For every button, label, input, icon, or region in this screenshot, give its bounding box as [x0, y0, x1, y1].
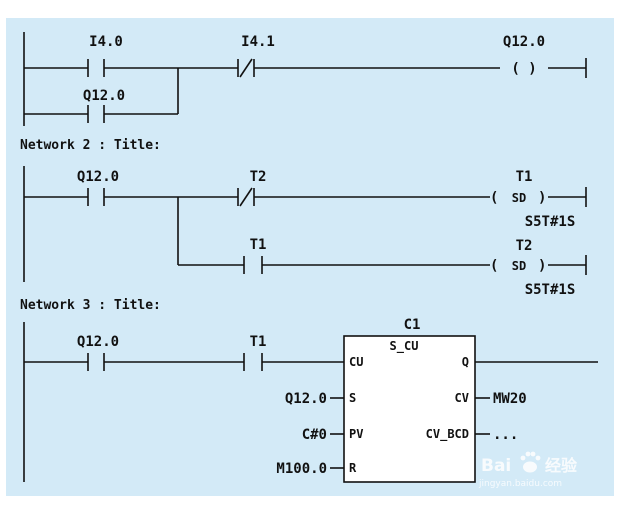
contact-q120-hold-label: Q12.0 — [83, 88, 125, 104]
coil-t1-close-paren: ) — [538, 190, 546, 206]
pin-q: Q — [462, 355, 469, 369]
coil-t2-preset: S5T#1S — [525, 282, 576, 298]
counter-block — [343, 335, 476, 483]
contact-q120-label: Q12.0 — [77, 169, 119, 185]
counter-name: C1 — [404, 317, 421, 333]
contact-i40-label: I4.0 — [89, 34, 123, 50]
coil-t1-open-paren: ( — [490, 190, 498, 206]
pin-cv-bcd: CV_BCD — [426, 427, 469, 442]
watermark-brand: Bai — [481, 456, 511, 476]
network-2-title: Network 2 : Title: — [20, 138, 161, 153]
pin-cv: CV — [455, 391, 469, 405]
paw-icon — [520, 451, 541, 473]
pin-s: S — [349, 391, 356, 405]
s-operand: Q12.0 — [285, 391, 327, 407]
pin-cu: CU — [349, 355, 363, 369]
pv-operand: C#0 — [302, 427, 327, 443]
cv-operand: MW20 — [493, 391, 527, 407]
counter-type: S_CU — [390, 339, 419, 354]
contact-t1-label: T1 — [250, 237, 267, 253]
watermark-brand-cn: 经验 — [545, 456, 578, 475]
network-2: ( ) ( ) Q12.0 T2 T1 SD S5T#1S T1 T2 SD S… — [23, 166, 587, 298]
cv-bcd-operand: ... — [493, 427, 518, 443]
r-operand: M100.0 — [276, 461, 327, 477]
baidu-watermark: Bai 经验 jingyan.baidu.com — [478, 451, 578, 489]
contact-i41-label: I4.1 — [241, 34, 275, 50]
coil-q120-label: Q12.0 — [503, 34, 545, 50]
contact-t2-label: T2 — [250, 169, 267, 185]
network-1: I4.0 I4.1 Q12.0 ( ) Q12.0 — [23, 32, 587, 126]
contact-i41-nc-slash — [239, 58, 253, 78]
coil-q120-symbol: ( ) — [511, 61, 536, 77]
pin-r: R — [349, 461, 357, 475]
network-3-title: Network 3 : Title: — [20, 298, 161, 313]
coil-t1-symbol: SD — [512, 191, 526, 205]
contact-t1-label: T1 — [250, 334, 267, 350]
coil-t1-label: T1 — [516, 169, 533, 185]
coil-t2-symbol: SD — [512, 259, 526, 273]
coil-t1-preset: S5T#1S — [525, 214, 576, 230]
coil-t2-label: T2 — [516, 238, 533, 254]
diagram-background — [6, 18, 614, 496]
network-3: Q12.0 T1 C1 S_CU CU S PV R Q CV CV_BCD Q… — [23, 317, 598, 483]
coil-t2-open-paren: ( — [490, 258, 498, 274]
contact-q120-label: Q12.0 — [77, 334, 119, 350]
coil-t2-close-paren: ) — [538, 258, 546, 274]
contact-t2-nc-slash — [239, 187, 253, 207]
watermark-url: jingyan.baidu.com — [478, 479, 562, 489]
pin-pv: PV — [349, 427, 363, 441]
